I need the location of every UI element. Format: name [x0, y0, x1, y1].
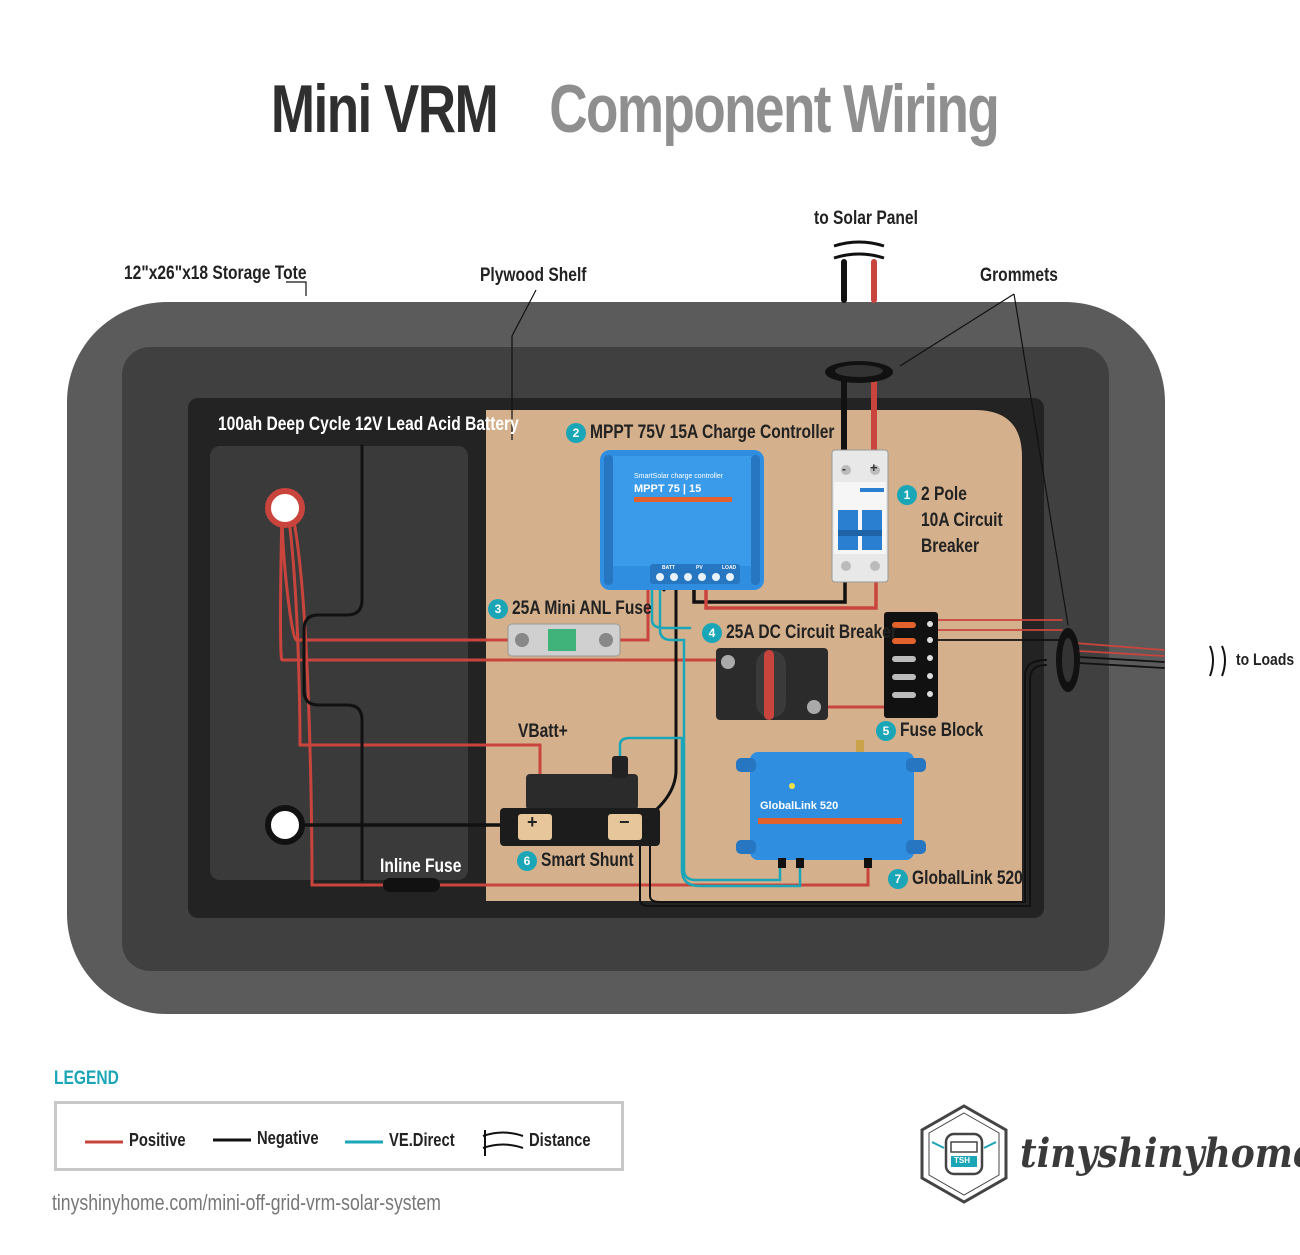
solar-label: to Solar Panel — [814, 208, 918, 229]
loads-label: to Loads — [1236, 650, 1295, 669]
shelf-label: Plywood Shelf — [480, 265, 587, 286]
two-pole-breaker — [831, 449, 889, 583]
component-1-number: 1 — [897, 485, 917, 505]
component-3-number: 3 — [488, 599, 508, 619]
dc-circuit-breaker — [716, 648, 828, 720]
page-title: Mini VRM Component Wiring — [0, 70, 1300, 148]
tote-label: 12"x26"x18 Storage Tote — [124, 263, 307, 284]
breaker-plus: + — [870, 460, 878, 475]
component-4-text: 25A DC Circuit Breaker — [726, 622, 897, 643]
battery-label: 100ah Deep Cycle 12V Lead Acid Battery — [218, 414, 519, 435]
brand-wordmark: tinyshinyhome — [1020, 1130, 1300, 1177]
component-1-line-2: 10A Circuit — [921, 510, 1003, 531]
legend-vedirect-label: VE.Direct — [389, 1130, 455, 1150]
shunt-plus: + — [527, 812, 538, 832]
breaker-minus: - — [842, 462, 846, 476]
component-3-text: 25A Mini ANL Fuse — [512, 598, 652, 619]
legend-negative-label: Negative — [257, 1128, 319, 1148]
inline-fuse-label: Inline Fuse — [380, 856, 462, 877]
mppt-pv-term: PV — [696, 565, 703, 571]
vbatt-label: VBatt+ — [518, 721, 568, 742]
mppt-batt-term: BATT — [662, 565, 675, 571]
mppt-model-text: MPPT 75 | 15 — [634, 483, 702, 495]
mppt-load-term: LOAD — [722, 565, 737, 571]
tsh-badge-text: TSH — [954, 1156, 970, 1165]
component-5-text: Fuse Block — [900, 720, 984, 741]
source-url[interactable]: tinyshinyhome.com/mini-off-grid-vrm-sola… — [52, 1190, 441, 1215]
legend-title: LEGEND — [54, 1068, 119, 1089]
globallink-520 — [736, 740, 926, 868]
tsh-logo-badge — [920, 1104, 1008, 1204]
wires — [279, 259, 1165, 907]
component-7-number: 7 — [888, 869, 908, 889]
component-1-line-3: Breaker — [921, 536, 980, 557]
smart-shunt — [500, 756, 660, 846]
battery-positive-terminal — [265, 488, 305, 528]
distance-symbol-solar — [833, 240, 885, 260]
wiring-diagram — [67, 240, 1226, 1014]
component-4-number: 4 — [702, 623, 722, 643]
legend-distance-label: Distance — [529, 1130, 591, 1150]
mppt-charge-controller — [600, 450, 764, 590]
component-2-number: 2 — [566, 423, 586, 443]
component-6-text: Smart Shunt — [541, 850, 634, 871]
component-1-line-1: 2 Pole — [921, 484, 967, 505]
component-5-number: 5 — [876, 721, 896, 741]
legend-swatches — [85, 1130, 524, 1156]
legend-distance-swatch — [482, 1130, 524, 1156]
mppt-brand-text: SmartSolar charge controller — [634, 473, 724, 480]
inline-fuse — [383, 878, 440, 892]
legend-positive-label: Positive — [129, 1130, 186, 1150]
fuse-block — [884, 612, 938, 718]
anl-fuse — [507, 623, 621, 657]
component-6-number: 6 — [517, 851, 537, 871]
component-2-text: MPPT 75V 15A Charge Controller — [590, 422, 835, 443]
leader-lines — [286, 281, 1069, 626]
globallink-model-text: GlobalLink 520 — [760, 800, 839, 812]
title-part-2: Component Wiring — [548, 71, 999, 147]
title-part-1: Mini VRM — [270, 71, 499, 147]
distance-symbol-loads — [1209, 645, 1226, 677]
grommets-label: Grommets — [980, 265, 1058, 286]
legend-box: Positive Negative VE.Direct Distance — [54, 1101, 624, 1171]
shunt-minus: − — [619, 812, 630, 832]
battery — [210, 446, 468, 880]
battery-negative-terminal — [265, 805, 305, 845]
component-7-text: GlobalLink 520 — [912, 868, 1023, 889]
